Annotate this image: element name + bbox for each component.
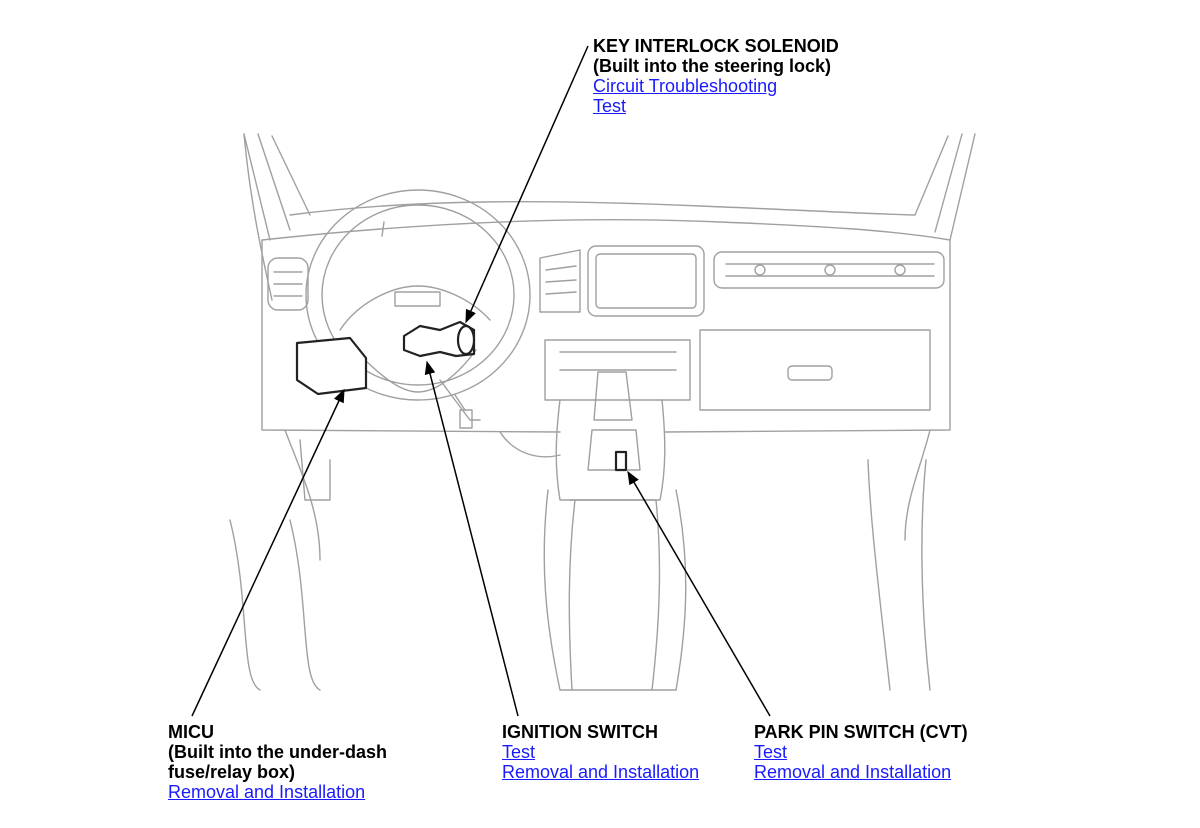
callout-micu: MICU (Built into the under-dash fuse/rel… (168, 722, 387, 802)
park-pin-switch-shape (614, 450, 628, 472)
key-cylinder-shape (456, 324, 476, 356)
ignition-switch-title: IGNITION SWITCH (502, 722, 658, 742)
leader-line-micu (191, 388, 345, 717)
key-interlock-test-link[interactable]: Test (593, 96, 627, 116)
dashboard-line-art (229, 133, 976, 691)
leader-line-park-pin (627, 470, 771, 717)
leader-line-ignition (424, 360, 519, 717)
micu-removal-installation-link[interactable]: Removal and Installation (168, 782, 366, 802)
callout-park-pin-switch: PARK PIN SWITCH (CVT) Test Removal and I… (754, 722, 968, 782)
park-pin-switch-title: PARK PIN SWITCH (CVT) (754, 722, 968, 742)
leader-line-key-interlock (465, 45, 589, 324)
park-pin-switch-removal-installation-link[interactable]: Removal and Installation (754, 762, 952, 782)
leader-lines (191, 45, 771, 717)
key-interlock-subtitle: (Built into the steering lock) (593, 56, 832, 76)
callout-key-interlock-solenoid: KEY INTERLOCK SOLENOID (Built into the s… (593, 36, 839, 116)
micu-title: MICU (168, 722, 214, 742)
ignition-switch-test-link[interactable]: Test (502, 742, 536, 762)
micu-subtitle-line2: fuse/relay box) (168, 762, 296, 782)
ignition-switch-shape (402, 320, 476, 358)
micu-subtitle-line1: (Built into the under-dash (168, 742, 387, 762)
callout-ignition-switch: IGNITION SWITCH Test Removal and Install… (502, 722, 699, 782)
key-interlock-circuit-troubleshooting-link[interactable]: Circuit Troubleshooting (593, 76, 778, 96)
ignition-switch-removal-installation-link[interactable]: Removal and Installation (502, 762, 700, 782)
key-interlock-title: KEY INTERLOCK SOLENOID (593, 36, 839, 56)
highlighted-components (295, 320, 628, 472)
park-pin-switch-test-link[interactable]: Test (754, 742, 788, 762)
micu-box-shape (295, 336, 368, 396)
